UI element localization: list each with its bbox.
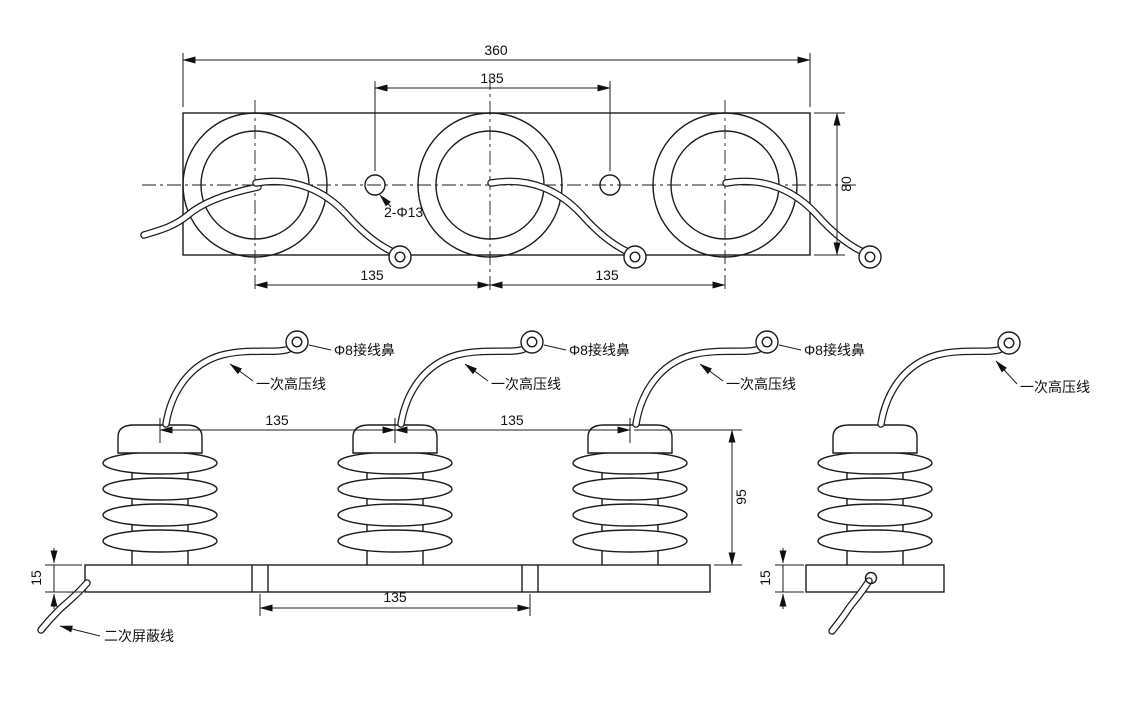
hv-wire-top-1-core: [253, 178, 394, 254]
coil-1-outer: [182, 112, 328, 258]
shield-wire-label: 二次屏蔽线: [59, 625, 174, 644]
top-view: 360 135 80 135 135 2-Φ13: [140, 42, 882, 293]
ring-lug-top-2: [623, 245, 647, 269]
ring-lug-front-3: [755, 330, 779, 354]
base-plate-side: [805, 564, 945, 593]
insulator-bushing-1: [102, 424, 218, 566]
ring-lug-front-1: [285, 330, 309, 354]
ring-lug-front-2: [520, 330, 544, 354]
dim-bushing-height-text: 95: [733, 489, 749, 505]
hv-wire-label-1-text: 一次高压线: [256, 376, 326, 392]
base-plate-front: [84, 564, 711, 593]
insulator-bushing-side: [817, 424, 933, 566]
dim-bushing-pitch-right-text: 135: [500, 412, 524, 428]
coil-3-outer: [652, 112, 798, 258]
dim-hole-spacing-text: 135: [480, 70, 504, 86]
dim-bushing-pitch-left-text: 135: [265, 412, 289, 428]
hv-wire-top-3-core: [723, 178, 864, 254]
mounting-hole-2: [599, 174, 621, 196]
front-view: Φ8接线鼻 Φ8接线鼻 Φ8接线鼻 一次高压线 一次高压线 一次高压线 二次屏蔽…: [28, 330, 865, 644]
dim-coil-pitch-left-text: 135: [360, 267, 384, 283]
hv-wire-label-2: 一次高压线: [464, 363, 561, 392]
insulator-bushing-2: [337, 424, 453, 566]
coil-2-outer: [417, 112, 563, 258]
dim-base-thickness-front: 15: [28, 548, 82, 609]
dim-base-thickness-front-text: 15: [28, 570, 44, 586]
dim-bushing-pitch: 135 135: [159, 412, 631, 443]
dim-base-hole-spacing-text: 135: [383, 589, 407, 605]
side-view: 一次高压线 15: [757, 331, 1090, 635]
hv-wire-front-2-core: [398, 346, 527, 427]
hv-wire-label-side: 一次高压线: [995, 360, 1090, 395]
lug-label-1: Φ8接线鼻: [308, 342, 395, 358]
insulator-bushing-3: [572, 424, 688, 566]
dim-base-thickness-side: 15: [757, 548, 804, 609]
dim-plate-height: 80: [814, 112, 854, 256]
hv-wire-front-3-core: [633, 346, 762, 427]
shield-wire-gland: [864, 571, 878, 585]
dim-total-width: 360: [182, 42, 811, 107]
dim-bushing-height: 95: [634, 429, 749, 566]
hv-wire-label-2-text: 一次高压线: [491, 376, 561, 392]
mounting-hole-1: [364, 174, 386, 196]
dim-hole-spacing: 135: [374, 70, 611, 171]
dim-total-width-text: 360: [484, 42, 508, 58]
ring-lug-top-1: [388, 245, 412, 269]
ring-lug-top-3: [858, 245, 882, 269]
hole-callout-text: 2-Φ13: [384, 204, 423, 220]
hv-wire-side-core: [878, 346, 1004, 427]
lug-label-1-text: Φ8接线鼻: [334, 342, 395, 358]
shield-wire-side-core: [829, 578, 872, 634]
lug-label-2: Φ8接线鼻: [543, 342, 630, 358]
ring-lug-side: [997, 331, 1021, 355]
hv-wire-label-3-text: 一次高压线: [726, 376, 796, 392]
lug-label-2-text: Φ8接线鼻: [569, 342, 630, 358]
dim-base-hole-spacing: 135: [259, 589, 531, 616]
dim-base-thickness-side-text: 15: [757, 570, 773, 586]
lug-label-3-text: Φ8接线鼻: [804, 342, 865, 358]
dim-coil-pitch: 135 135: [254, 267, 726, 289]
lug-label-3: Φ8接线鼻: [778, 342, 865, 358]
hv-wire-label-1: 一次高压线: [229, 363, 326, 392]
shield-wire-front-core: [38, 580, 90, 633]
hv-wire-top-2-core: [488, 178, 629, 254]
dim-plate-height-text: 80: [838, 176, 854, 192]
hv-wire-side-outer: [877, 345, 1005, 428]
hole-callout: 2-Φ13: [379, 194, 423, 220]
hv-wire-label-3: 一次高压线: [699, 363, 796, 392]
hv-wire-front-1-core: [163, 346, 292, 427]
shield-wire-top-core: [141, 184, 261, 238]
shield-wire-label-text: 二次屏蔽线: [104, 628, 174, 644]
hv-wire-label-side-text: 一次高压线: [1020, 379, 1090, 395]
dim-coil-pitch-right-text: 135: [595, 267, 619, 283]
